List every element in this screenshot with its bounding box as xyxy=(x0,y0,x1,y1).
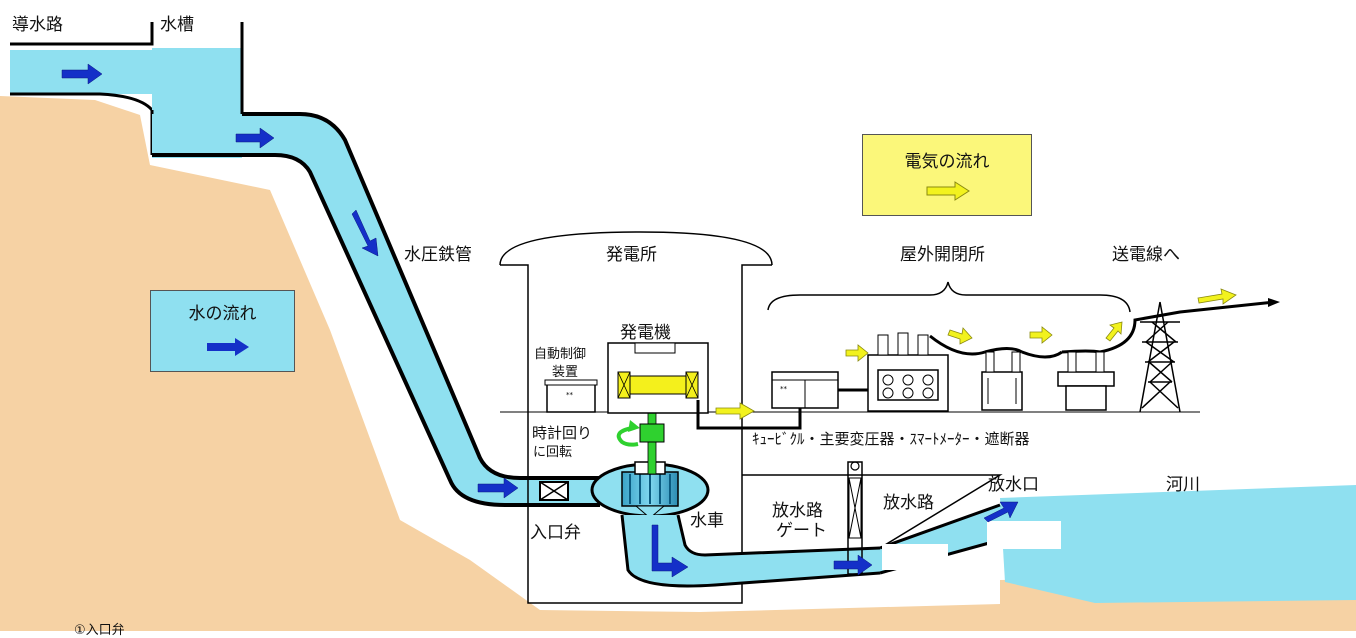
label-tailrace-gate-2: ゲート xyxy=(776,521,827,541)
auto-control-device xyxy=(546,381,596,413)
svg-text:**: ** xyxy=(780,385,788,393)
ground-slope xyxy=(0,96,1356,631)
label-equipment-list: ｷｭｰﾋﾞｸﾙ・主要変圧器・ｽﾏｰﾄﾒｰﾀｰ・遮断器 xyxy=(752,430,1030,448)
river-water xyxy=(1000,485,1356,603)
headrace-walls xyxy=(10,22,154,112)
draft-tube-water xyxy=(622,515,880,586)
label-outlet: 放水口 xyxy=(988,475,1039,495)
label-turbine: 水車 xyxy=(690,511,724,531)
penstock-wall-top xyxy=(242,112,600,480)
label-tailrace: 放水路 xyxy=(883,493,934,513)
label-outdoor-switchyard: 屋外開閉所 xyxy=(900,245,985,265)
label-generator: 発電機 xyxy=(620,323,671,343)
power-line-internal xyxy=(696,400,802,430)
label-bottom-note: ①入口弁 xyxy=(74,623,125,638)
penstock-wall-bottom xyxy=(152,153,600,507)
svg-text:**: ** xyxy=(566,391,574,399)
label-power-house: 発電所 xyxy=(606,245,657,265)
legend-electric-arrow-icon xyxy=(926,181,970,201)
electric-arrows xyxy=(715,288,1237,420)
water-arrows xyxy=(61,63,1019,578)
legend-water-flow: 水の流れ xyxy=(150,290,295,372)
tailrace-structure xyxy=(742,474,1003,549)
blank-box-1 xyxy=(882,544,948,570)
switchyard-brace xyxy=(767,281,1131,313)
legend-water-title: 水の流れ xyxy=(188,304,257,324)
outdoor-power-line xyxy=(929,300,1276,359)
circuit-breaker xyxy=(1057,351,1115,411)
penstock-water xyxy=(152,114,600,505)
legend-electric-flow: 電気の流れ xyxy=(862,134,1032,216)
rotation-arrow xyxy=(616,426,639,447)
generator-rotor xyxy=(629,375,687,395)
label-to-transmission: 送電線へ xyxy=(1112,245,1180,265)
legend-electric-title: 電気の流れ xyxy=(904,152,990,172)
draft-tube-walls xyxy=(620,514,881,588)
powerhouse-roof xyxy=(499,231,773,266)
label-intake-channel: 導水路 xyxy=(12,15,63,35)
transmission-tower xyxy=(1139,301,1181,413)
legend-water-arrow-icon xyxy=(207,338,249,356)
label-auto-control-2: 装置 xyxy=(552,365,579,380)
blank-box-2 xyxy=(987,521,1061,549)
label-head-tank: 水槽 xyxy=(160,15,194,35)
powerhouse-walls xyxy=(500,264,772,604)
label-rotation-2: に回転 xyxy=(533,445,573,460)
label-tailrace-gate: 放水路 xyxy=(772,501,823,521)
smart-meter xyxy=(981,351,1023,411)
label-penstock: 水圧鉄管 xyxy=(404,245,472,265)
label-auto-control: 自動制御 xyxy=(534,347,587,362)
label-river: 河川 xyxy=(1166,475,1200,495)
label-inlet-valve: 入口弁 xyxy=(530,523,581,543)
label-rotation: 時計回り xyxy=(532,424,593,442)
